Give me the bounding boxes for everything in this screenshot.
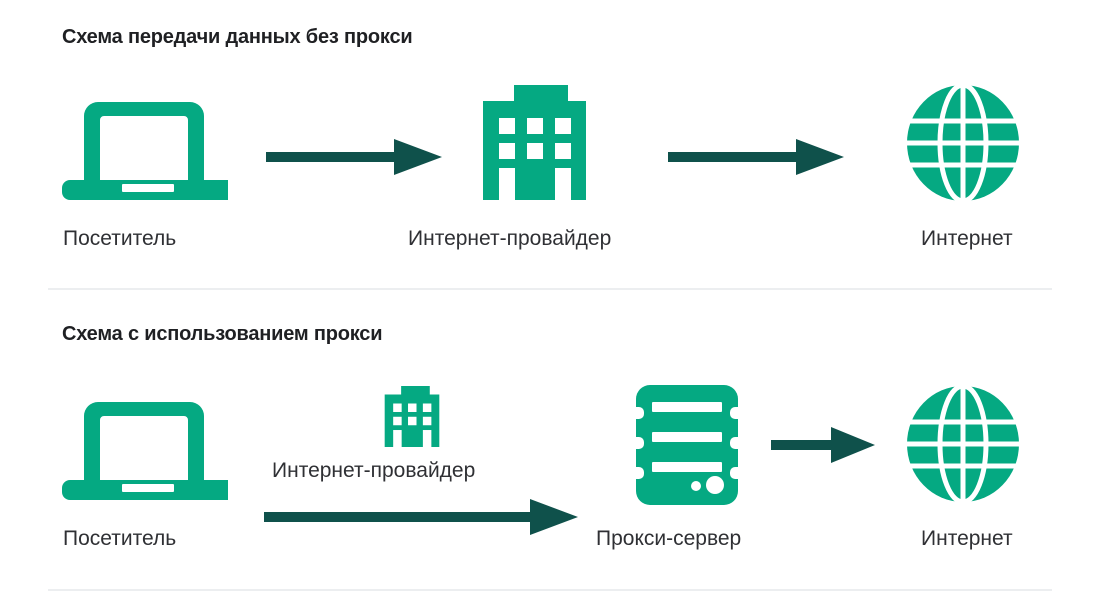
laptop-icon — [60, 396, 228, 508]
label-visitor: Посетитель — [63, 227, 177, 250]
label-internet: Интернет — [921, 227, 1013, 250]
label-isp: Интернет-провайдер — [272, 459, 476, 482]
building-icon — [483, 85, 586, 200]
section-divider-1 — [48, 288, 1052, 290]
globe-icon — [906, 385, 1020, 503]
arrow-proxy-to-internet — [771, 423, 877, 467]
arrow-visitor-to-proxy — [264, 495, 580, 539]
section-divider-2 — [48, 589, 1052, 591]
label-internet: Интернет — [921, 527, 1013, 550]
laptop-icon — [60, 96, 228, 208]
server-icon — [636, 385, 738, 505]
arrow-visitor-to-isp — [266, 133, 444, 181]
section-title-without-proxy: Схема передачи данных без прокси — [62, 26, 413, 48]
building-icon — [384, 386, 440, 447]
globe-icon — [906, 84, 1020, 202]
label-visitor: Посетитель — [63, 527, 177, 550]
section-title-with-proxy: Схема с использованием прокси — [62, 323, 383, 345]
arrow-isp-to-internet — [668, 133, 846, 181]
label-isp: Интернет-провайдер — [408, 227, 612, 250]
label-proxy-server: Прокси-сервер — [596, 527, 742, 550]
